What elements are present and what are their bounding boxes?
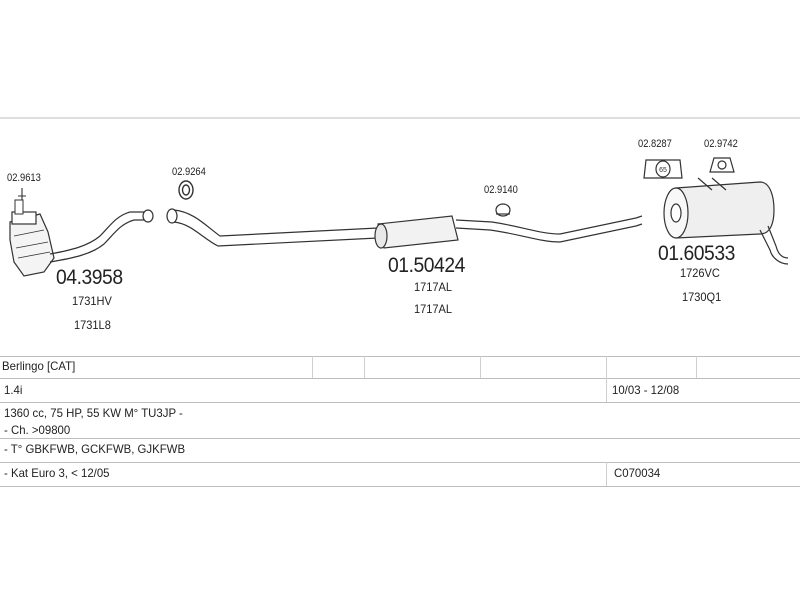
table-divider <box>606 356 607 402</box>
table-rule <box>0 378 800 379</box>
middle-silencer-drawing <box>374 215 459 249</box>
middle-silencer-ref2: 1717AL <box>414 302 453 316</box>
front-pipe-ref2: 1731L8 <box>74 318 111 332</box>
catalog-code-cell: C070034 <box>614 466 661 480</box>
rear-silencer-code: 01.60533 <box>658 242 735 265</box>
table-rule <box>0 438 800 439</box>
mount-rubber-code: 02.9140 <box>484 184 518 196</box>
ring-gasket-code: 02.9264 <box>172 166 206 178</box>
table-divider <box>364 356 365 378</box>
years-cell: 10/03 - 12/08 <box>612 383 680 397</box>
rubber-ring-drawing: 65 <box>643 159 683 179</box>
hanger-code: 02.9742 <box>704 138 738 150</box>
front-pipe-ref1: 1731HV <box>72 294 112 308</box>
mount-rubber-drawing <box>495 203 511 217</box>
front-pipe-code: 04.3958 <box>56 266 123 289</box>
table-divider <box>606 462 607 486</box>
rear-silencer-ref2: 1730Q1 <box>682 290 722 304</box>
middle-pipe-drawing <box>166 208 643 247</box>
table-divider <box>696 356 697 378</box>
table-rule <box>0 462 800 463</box>
middle-silencer-code: 01.50424 <box>388 254 465 277</box>
catalytic-converter-drawing <box>9 199 55 277</box>
rear-silencer-drawing <box>663 177 789 265</box>
model-cell: Berlingo [CAT] <box>2 359 76 373</box>
hanger-drawing <box>709 157 735 173</box>
table-rule <box>0 356 800 357</box>
types-cell: - T° GBKFWB, GCKFWB, GJKFWB <box>4 442 186 456</box>
norm-cell: - Kat Euro 3, < 12/05 <box>4 466 110 480</box>
cat-clamp-drawing <box>18 188 26 200</box>
svg-text:65: 65 <box>659 167 667 174</box>
table-rule <box>0 402 800 403</box>
front-pipe-drawing <box>49 209 154 263</box>
specs-cell: 1360 cc, 75 HP, 55 KW M° TU3JP - <box>4 406 183 420</box>
middle-silencer-ref1: 1717AL <box>414 280 453 294</box>
table-divider <box>312 356 313 378</box>
rear-silencer-ref1: 1726VC <box>680 266 720 280</box>
rubber-ring-code: 02.8287 <box>638 138 672 150</box>
table-divider <box>480 356 481 378</box>
cat-clamp-code: 02.9613 <box>7 172 41 184</box>
engine-cell: 1.4i <box>4 383 23 397</box>
ring-gasket-drawing <box>178 180 194 200</box>
table-rule <box>0 486 800 487</box>
chassis-cell: - Ch. >09800 <box>4 423 71 437</box>
